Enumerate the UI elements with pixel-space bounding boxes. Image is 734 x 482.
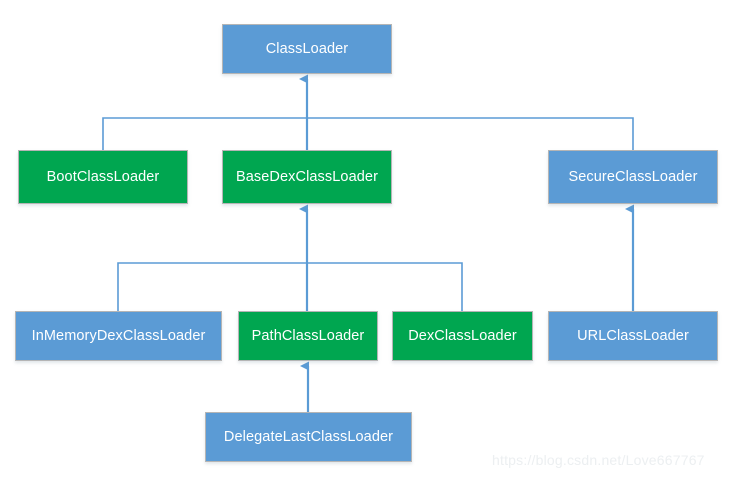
edge-secure-to-classloader bbox=[307, 117, 634, 150]
node-urlclassloader[interactable]: URLClassLoader bbox=[548, 311, 718, 361]
node-pathclassloader[interactable]: PathClassLoader bbox=[238, 311, 378, 361]
edge-group-tier1 bbox=[102, 74, 634, 150]
node-classloader[interactable]: ClassLoader bbox=[222, 24, 392, 74]
edge-boot-to-classloader bbox=[102, 117, 307, 150]
node-basedexclassloader[interactable]: BaseDexClassLoader bbox=[222, 150, 392, 204]
edge-inmemorydex-to-basedex bbox=[117, 262, 307, 311]
node-bootclassloader[interactable]: BootClassLoader bbox=[18, 150, 188, 204]
edge-group-tier2 bbox=[117, 204, 463, 311]
edge-dex-to-basedex bbox=[307, 262, 463, 311]
node-inmemorydexclassloader[interactable]: InMemoryDexClassLoader bbox=[15, 311, 222, 361]
node-dexclassloader[interactable]: DexClassLoader bbox=[392, 311, 533, 361]
node-secureclassloader[interactable]: SecureClassLoader bbox=[548, 150, 718, 204]
node-delegatelastclassloader[interactable]: DelegateLastClassLoader bbox=[205, 412, 412, 462]
watermark-text: https://blog.csdn.net/Love667767 bbox=[492, 452, 705, 468]
